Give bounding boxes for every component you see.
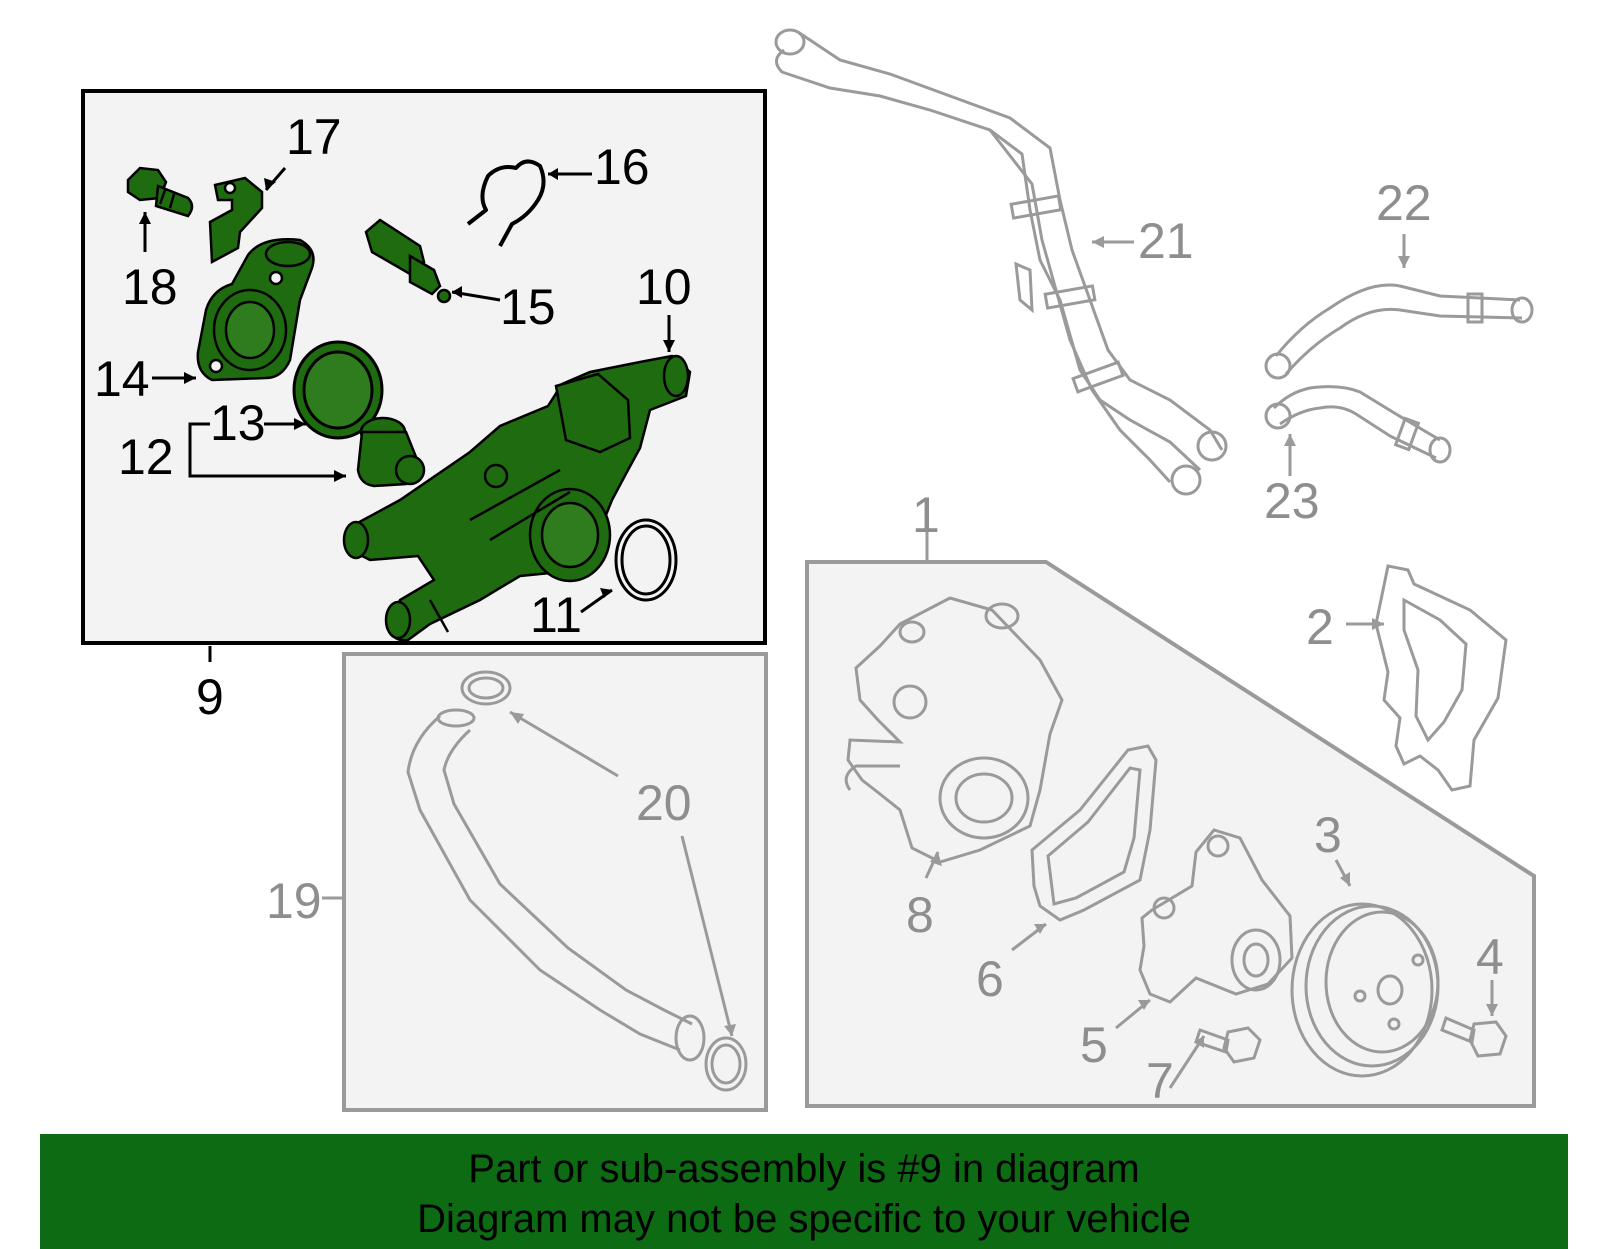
callout-16: 16 <box>594 139 650 195</box>
callout-9: 9 <box>196 669 224 725</box>
part-13-gasket[interactable] <box>292 340 384 440</box>
callout-19: 19 <box>266 873 322 929</box>
callout-2: 2 <box>1306 599 1334 655</box>
callout-4: 4 <box>1476 929 1504 985</box>
part-22-hose[interactable] <box>1264 283 1534 380</box>
part-5-water-pump[interactable] <box>1138 828 1294 1004</box>
part-3-pulley[interactable] <box>1290 902 1440 1078</box>
callout-15: 15 <box>500 279 556 335</box>
gray-arrowheads <box>510 236 1498 1048</box>
part-23-hose[interactable] <box>1264 385 1452 464</box>
part-8-pump-housing[interactable] <box>844 596 1064 864</box>
part-10-housing[interactable] <box>342 354 692 642</box>
banner-line-1: Part or sub-assembly is #9 in diagram <box>468 1147 1140 1191</box>
part-14-outlet-housing[interactable] <box>196 238 315 382</box>
callout-12: 12 <box>118 429 174 485</box>
dark-arrowheads <box>139 168 675 598</box>
callout-8: 8 <box>906 887 934 943</box>
part-21-hose[interactable] <box>774 28 1228 496</box>
part-11-o-ring[interactable] <box>614 518 678 602</box>
part-4-bolt[interactable] <box>1440 1015 1508 1058</box>
callout-14: 14 <box>94 351 150 407</box>
part-16-clip[interactable] <box>466 159 546 247</box>
callout-13: 13 <box>210 395 266 451</box>
info-banner: Part or sub-assembly is #9 in diagram Di… <box>40 1134 1568 1249</box>
part-12-thermostat[interactable] <box>356 416 426 488</box>
banner-line-2: Diagram may not be specific to your vehi… <box>417 1197 1191 1241</box>
panel-1-frame <box>805 560 1536 1108</box>
callout-21: 21 <box>1138 213 1194 269</box>
part-15-sensor[interactable] <box>364 218 452 304</box>
callout-1: 1 <box>912 487 940 543</box>
callout-6: 6 <box>976 951 1004 1007</box>
callout-20: 20 <box>636 775 692 831</box>
callout-22: 22 <box>1376 175 1432 231</box>
part-19-pipe[interactable] <box>406 708 706 1062</box>
callout-18: 18 <box>122 259 178 315</box>
callout-11: 11 <box>530 587 582 643</box>
part-7-bolt[interactable] <box>1194 1026 1262 1064</box>
callout-17: 17 <box>286 109 342 165</box>
callout-7: 7 <box>1146 1053 1174 1109</box>
part-17-bracket[interactable] <box>208 176 264 265</box>
callout-23: 23 <box>1264 473 1320 529</box>
callout-3: 3 <box>1314 807 1342 863</box>
callout-10: 10 <box>636 259 692 315</box>
part-20-o-ring-top[interactable] <box>460 670 512 706</box>
part-20-o-ring-bottom[interactable] <box>704 1036 748 1092</box>
panel-19-frame <box>342 652 768 1112</box>
part-2-gasket[interactable] <box>1374 564 1508 792</box>
part-18-bolt[interactable] <box>126 166 194 218</box>
callout-5: 5 <box>1080 1017 1108 1073</box>
part-6-gasket[interactable] <box>1030 744 1158 922</box>
